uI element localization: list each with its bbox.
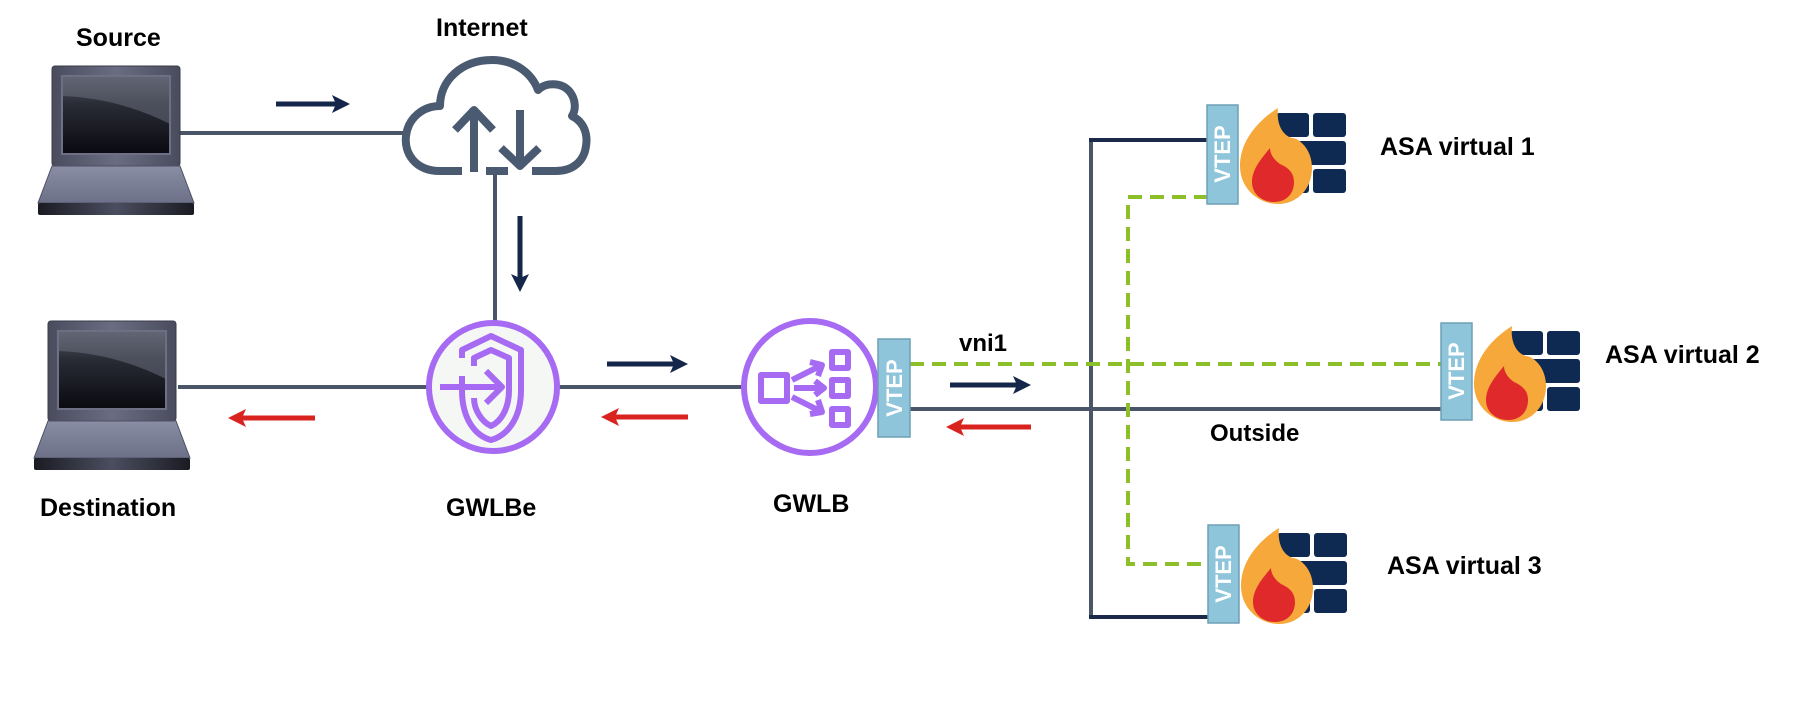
flame-icon (1240, 108, 1312, 204)
vtep-label: VTEP (882, 359, 907, 416)
source-label: Source (76, 24, 161, 52)
gwlb-label: GWLB (773, 490, 850, 518)
arrow-right-icon (276, 95, 350, 113)
flame-icon (1241, 528, 1313, 624)
vni-tunnel-links (910, 195, 1442, 566)
internet-label: Internet (436, 14, 528, 42)
destination-label: Destination (40, 494, 177, 522)
flow-arrows (228, 95, 1031, 436)
vtep-label: VTEP (1211, 545, 1236, 602)
vtep-asa1[interactable]: VTEP (1206, 104, 1239, 205)
internet-cloud-icon[interactable] (401, 56, 591, 175)
outside-label: Outside (1210, 420, 1300, 447)
tunnel-asa1-asa3 (1126, 195, 1208, 566)
destination-laptop-icon[interactable] (33, 320, 191, 470)
arrow-left-icon (946, 418, 1031, 436)
vtep-asa2[interactable]: VTEP (1440, 322, 1473, 421)
arrow-right-icon (950, 376, 1031, 394)
vtep-gwlb[interactable]: VTEP (877, 338, 911, 438)
vtep-asa3[interactable]: VTEP (1207, 524, 1240, 624)
asa3-firewall-icon[interactable] (1241, 528, 1347, 624)
vtep-label: VTEP (1444, 342, 1469, 399)
asa2-label: ASA virtual 2 (1605, 341, 1760, 369)
asa3-label: ASA virtual 3 (1387, 552, 1542, 580)
gwlb-icon[interactable] (741, 318, 879, 456)
arrow-left-icon (228, 409, 315, 427)
gwlbe-label: GWLBe (446, 494, 537, 522)
flame-icon (1474, 326, 1546, 422)
asa1-label: ASA virtual 1 (1380, 133, 1535, 161)
vni-label: vni1 (959, 330, 1008, 357)
links (178, 131, 1442, 619)
gwlbe-icon[interactable] (426, 320, 560, 454)
asa2-firewall-icon[interactable] (1474, 326, 1580, 422)
arrow-down-icon (511, 216, 529, 292)
arrow-left-icon (601, 408, 688, 426)
vtep-label: VTEP (1210, 125, 1235, 182)
asa1-firewall-icon[interactable] (1240, 108, 1346, 204)
source-laptop-icon[interactable] (37, 65, 195, 215)
arrow-right-icon (607, 355, 688, 373)
